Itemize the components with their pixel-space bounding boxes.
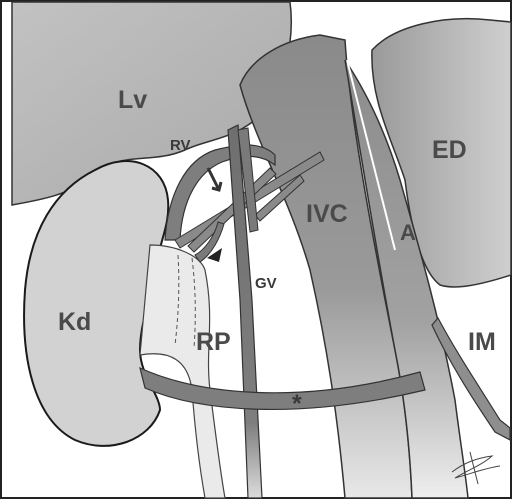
label-rv: RV (170, 137, 191, 154)
label-lv: Lv (118, 86, 147, 114)
label-im: IM (468, 328, 496, 356)
label-asterisk: * (292, 390, 302, 418)
label-ed: ED (432, 136, 467, 164)
label-ivc: IVC (306, 200, 348, 228)
label-gv: GV (255, 275, 277, 292)
label-kd: Kd (58, 308, 91, 336)
label-rp: RP (196, 328, 231, 356)
label-a: A (400, 220, 416, 245)
